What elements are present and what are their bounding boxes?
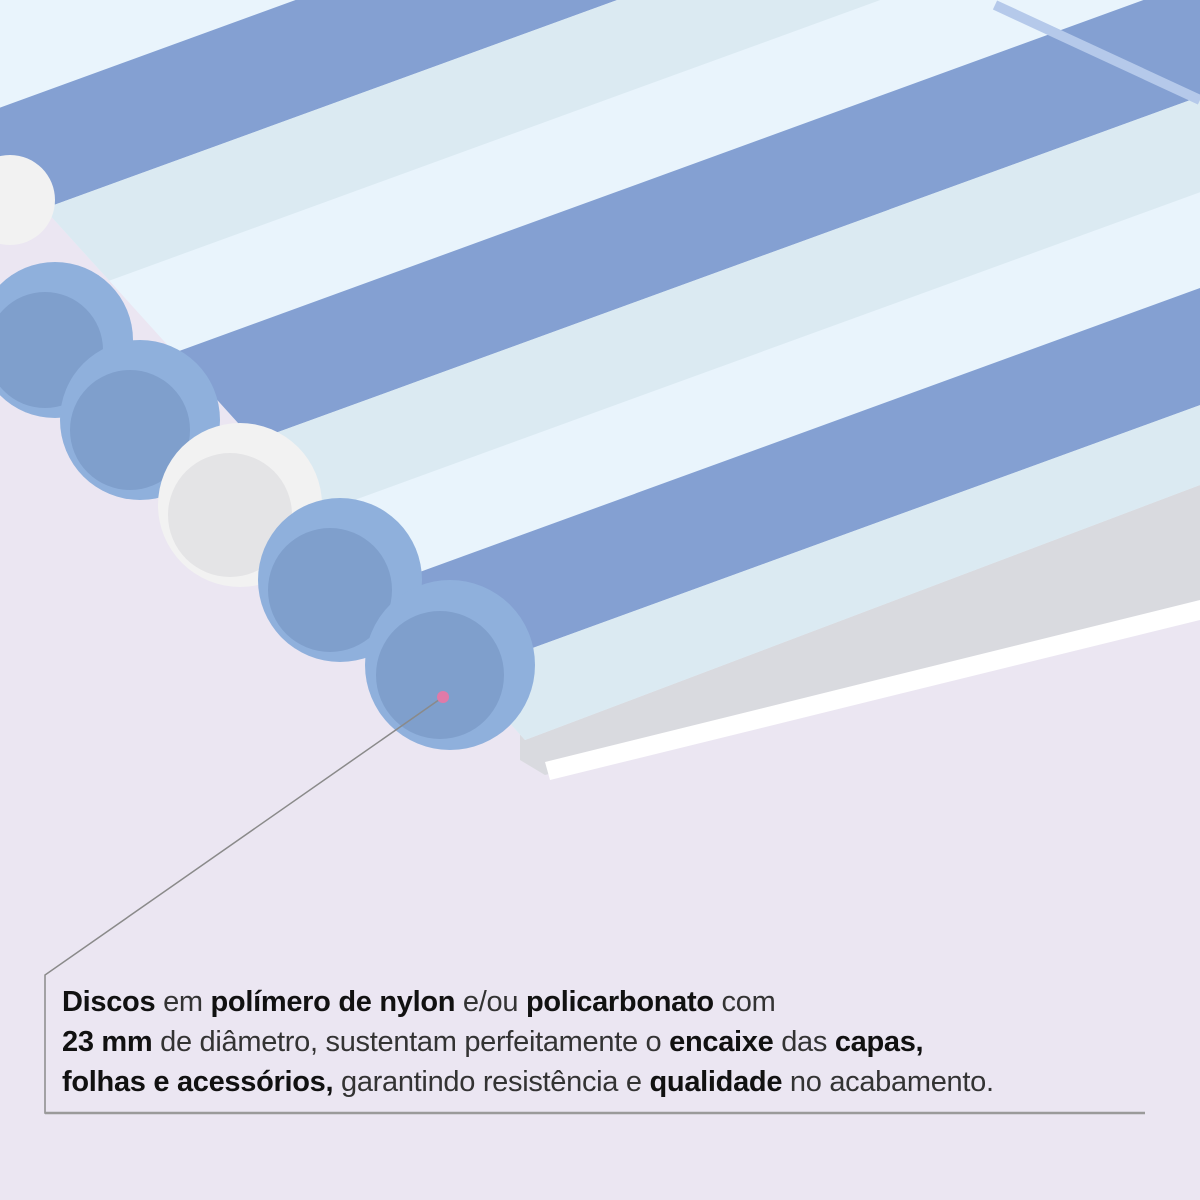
caption-segment: garantindo resistência e [333,1066,650,1098]
binding-discs [0,155,535,750]
caption-segment: no acabamento. [782,1066,994,1098]
caption-segment: encaixe [669,1026,774,1058]
disc [365,580,535,750]
caption-segment: folhas e acessórios, [62,1066,334,1098]
feature-caption: Discos em polímero de nylon e/ou policar… [62,982,1172,1102]
pointer-dot [437,691,449,703]
back-cover-edge [545,600,1200,780]
caption-line-2: 23 mm de diâmetro, sustentam perfeitamen… [62,1022,1172,1062]
caption-segment: polímero de nylon [210,986,456,1018]
caption-segment: policarbonato [525,986,714,1018]
caption-segment: em [155,986,211,1018]
caption-segment: com [713,986,776,1018]
paper-edges [520,480,1200,775]
elastic-band [992,0,1200,105]
caption-segment: Discos [62,986,156,1018]
disc [0,155,55,245]
caption-segment: 23 mm [62,1026,153,1058]
caption-line-1: Discos em polímero de nylon e/ou policar… [62,982,1172,1022]
stripe [0,186,1200,740]
caption-segment: de diâmetro, sustentam perfeitamente o [152,1026,670,1058]
caption-segment: capas, [834,1026,924,1058]
caption-segment: qualidade [649,1066,783,1098]
caption-segment: e/ou [455,986,526,1018]
caption-line-3: folhas e acessórios, garantindo resistên… [62,1062,1172,1102]
caption-segment: das [773,1026,835,1058]
